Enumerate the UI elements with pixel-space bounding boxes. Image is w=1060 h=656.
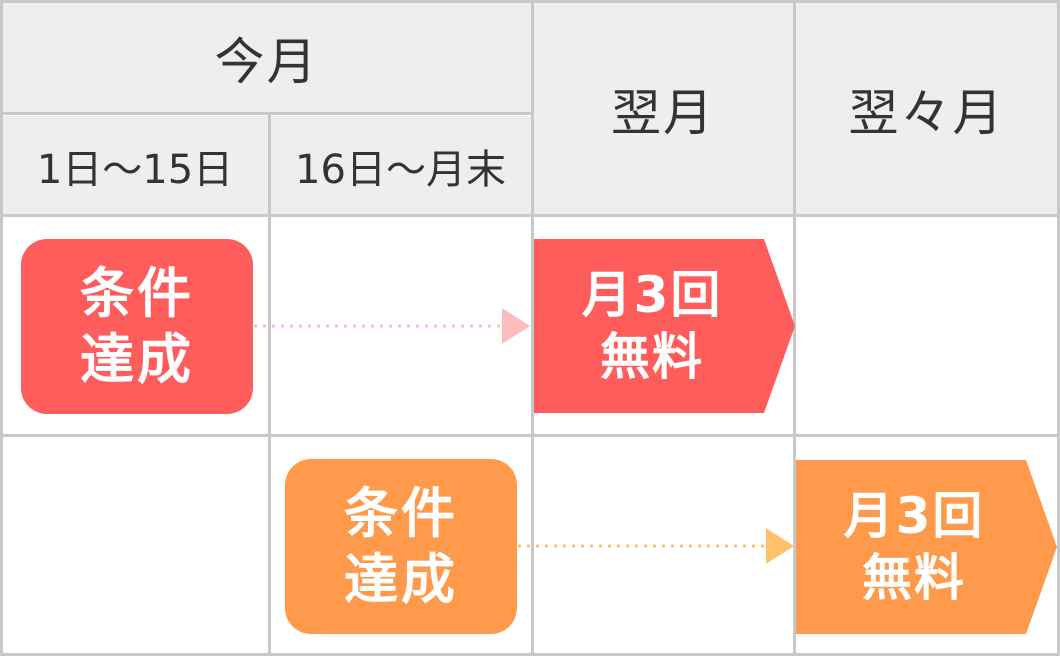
condition-text-line2: 達成 — [344, 547, 458, 611]
header-this-month: 今月 — [2, 2, 531, 114]
grid-line-left — [0, 0, 3, 656]
grid-line-row-split — [0, 434, 1060, 437]
reward-text-line1: 月3回 — [843, 487, 985, 545]
reward-pentagon-row2 — [796, 460, 1057, 634]
reward-text-line2: 無料 — [600, 328, 704, 386]
reward-text-line2: 無料 — [862, 549, 966, 607]
grid-line-right — [1057, 0, 1060, 656]
grid-line-bottom — [0, 653, 1060, 656]
header-first-half: 1日〜15日 — [2, 116, 268, 216]
grid-line-col2 — [531, 0, 534, 656]
grid-line-top — [0, 0, 1060, 3]
header-second-half: 16日〜月末 — [270, 116, 531, 216]
grid-line-col3 — [793, 0, 796, 656]
header-month-after-next: 翌々月 — [795, 2, 1058, 216]
reward-pentagon-row1 — [534, 239, 795, 413]
condition-text-line1: 条件 — [344, 481, 458, 545]
reward-text-line1: 月3回 — [581, 266, 723, 324]
condition-text-line2: 達成 — [80, 327, 194, 391]
flow-arrowhead-row1 — [502, 308, 530, 344]
flow-arrowhead-row2 — [766, 528, 794, 564]
grid-line-header-split — [0, 112, 533, 115]
condition-badge-row1: 条件 達成 — [21, 239, 253, 414]
grid-line-col1 — [268, 114, 271, 656]
reward-label-row1: 月3回 無料 — [534, 239, 770, 413]
grid-line-header-bottom — [0, 214, 1060, 217]
reward-label-row2: 月3回 無料 — [796, 460, 1032, 634]
condition-text-line1: 条件 — [80, 261, 194, 325]
header-next-month: 翌月 — [533, 2, 793, 216]
condition-badge-row2: 条件 達成 — [285, 459, 517, 634]
